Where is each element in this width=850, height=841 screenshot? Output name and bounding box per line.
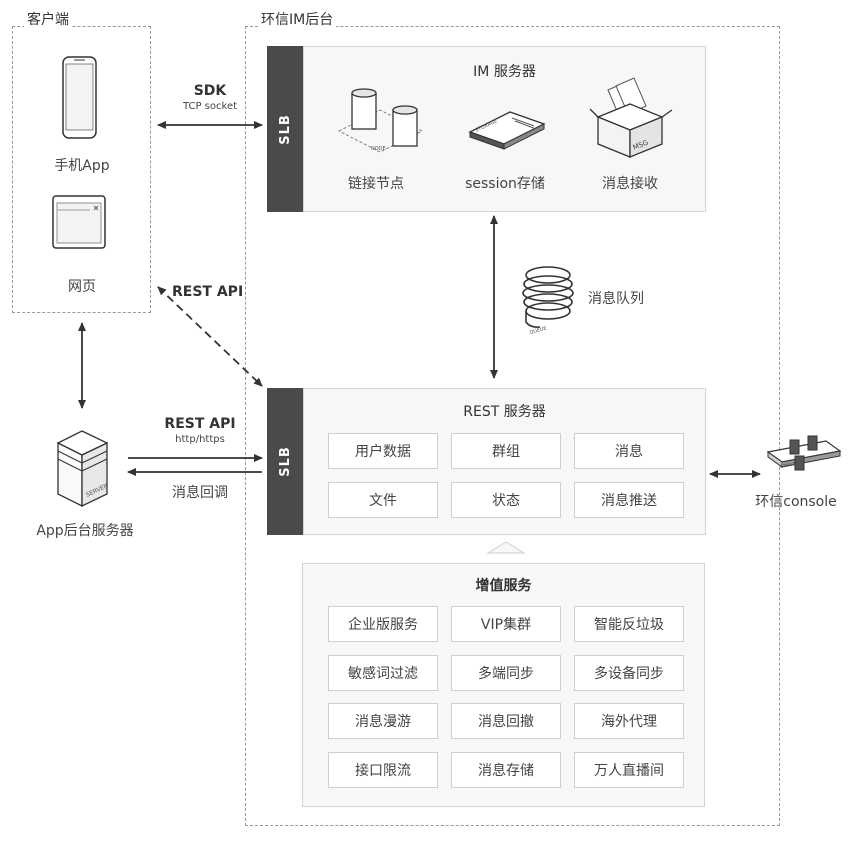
rest-server-title: REST 服务器: [463, 404, 546, 420]
va-cell: 企业版服务: [328, 606, 438, 642]
im-item-node: 链接节点: [348, 176, 404, 192]
backend-group-title: 环信IM后台: [258, 9, 337, 29]
rest-cell-user-data: 用户数据: [328, 433, 438, 469]
rest-api-sub-label: http/https: [175, 434, 225, 445]
console-label: 环信console: [755, 494, 837, 510]
va-cell: 多设备同步: [574, 655, 684, 691]
va-cell: 消息漫游: [328, 703, 438, 739]
server-icon: SERVER: [56, 430, 109, 508]
sdk-sub-label: TCP socket: [182, 101, 238, 112]
va-cell: 智能反垃圾: [574, 606, 684, 642]
client-group: [12, 26, 151, 313]
rest-api-label: REST API: [164, 416, 236, 432]
im-slb: SLB: [267, 46, 303, 212]
rest-cell-status: 状态: [451, 482, 561, 518]
svg-text:QUEUE: QUEUE: [529, 326, 548, 336]
value-added-title: 增值服务: [475, 578, 532, 594]
va-cell: 多端同步: [451, 655, 561, 691]
rest-slb: SLB: [267, 388, 303, 535]
queue-spring-icon: QUEUE: [522, 266, 574, 336]
va-cell: 接口限流: [328, 752, 438, 788]
rest-cell-file: 文件: [328, 482, 438, 518]
va-cell: 消息存储: [451, 752, 561, 788]
svg-text:CONSOLE: CONSOLE: [779, 460, 799, 469]
node-icon: NODE: [338, 88, 423, 153]
client-group-title: 客户端: [24, 9, 72, 29]
va-cell: VIP集群: [451, 606, 561, 642]
im-server-title: IM 服务器: [473, 64, 536, 80]
web-label: 网页: [68, 279, 96, 295]
im-item-session: session存储: [465, 176, 545, 192]
va-cell: 消息回撤: [451, 703, 561, 739]
message-box-icon: MSG: [589, 77, 673, 158]
sdk-label: SDK: [193, 83, 227, 99]
va-cell: 海外代理: [574, 703, 684, 739]
console-icon: CONSOLE: [766, 435, 842, 471]
rest-cell-group: 群组: [451, 433, 561, 469]
svg-text:NODE: NODE: [371, 146, 386, 152]
callback-label: 消息回调: [172, 485, 228, 501]
rest-cell-push: 消息推送: [574, 482, 684, 518]
rest-cell-message: 消息: [574, 433, 684, 469]
va-cell: 敏感词过滤: [328, 655, 438, 691]
storage-icon: STORAGE: [468, 111, 546, 150]
browser-icon: [52, 195, 106, 249]
va-cell: 万人直播间: [574, 752, 684, 788]
mobile-app-label: 手机App: [54, 158, 110, 174]
queue-label: 消息队列: [588, 291, 644, 307]
app-server-label: App后台服务器: [36, 523, 134, 539]
rest-api-dashed-arrow: [157, 286, 263, 387]
im-item-receive: 消息接收: [602, 176, 658, 192]
value-added-caret-icon: [486, 541, 526, 554]
phone-icon: [62, 56, 97, 139]
backend-group: [245, 26, 780, 826]
